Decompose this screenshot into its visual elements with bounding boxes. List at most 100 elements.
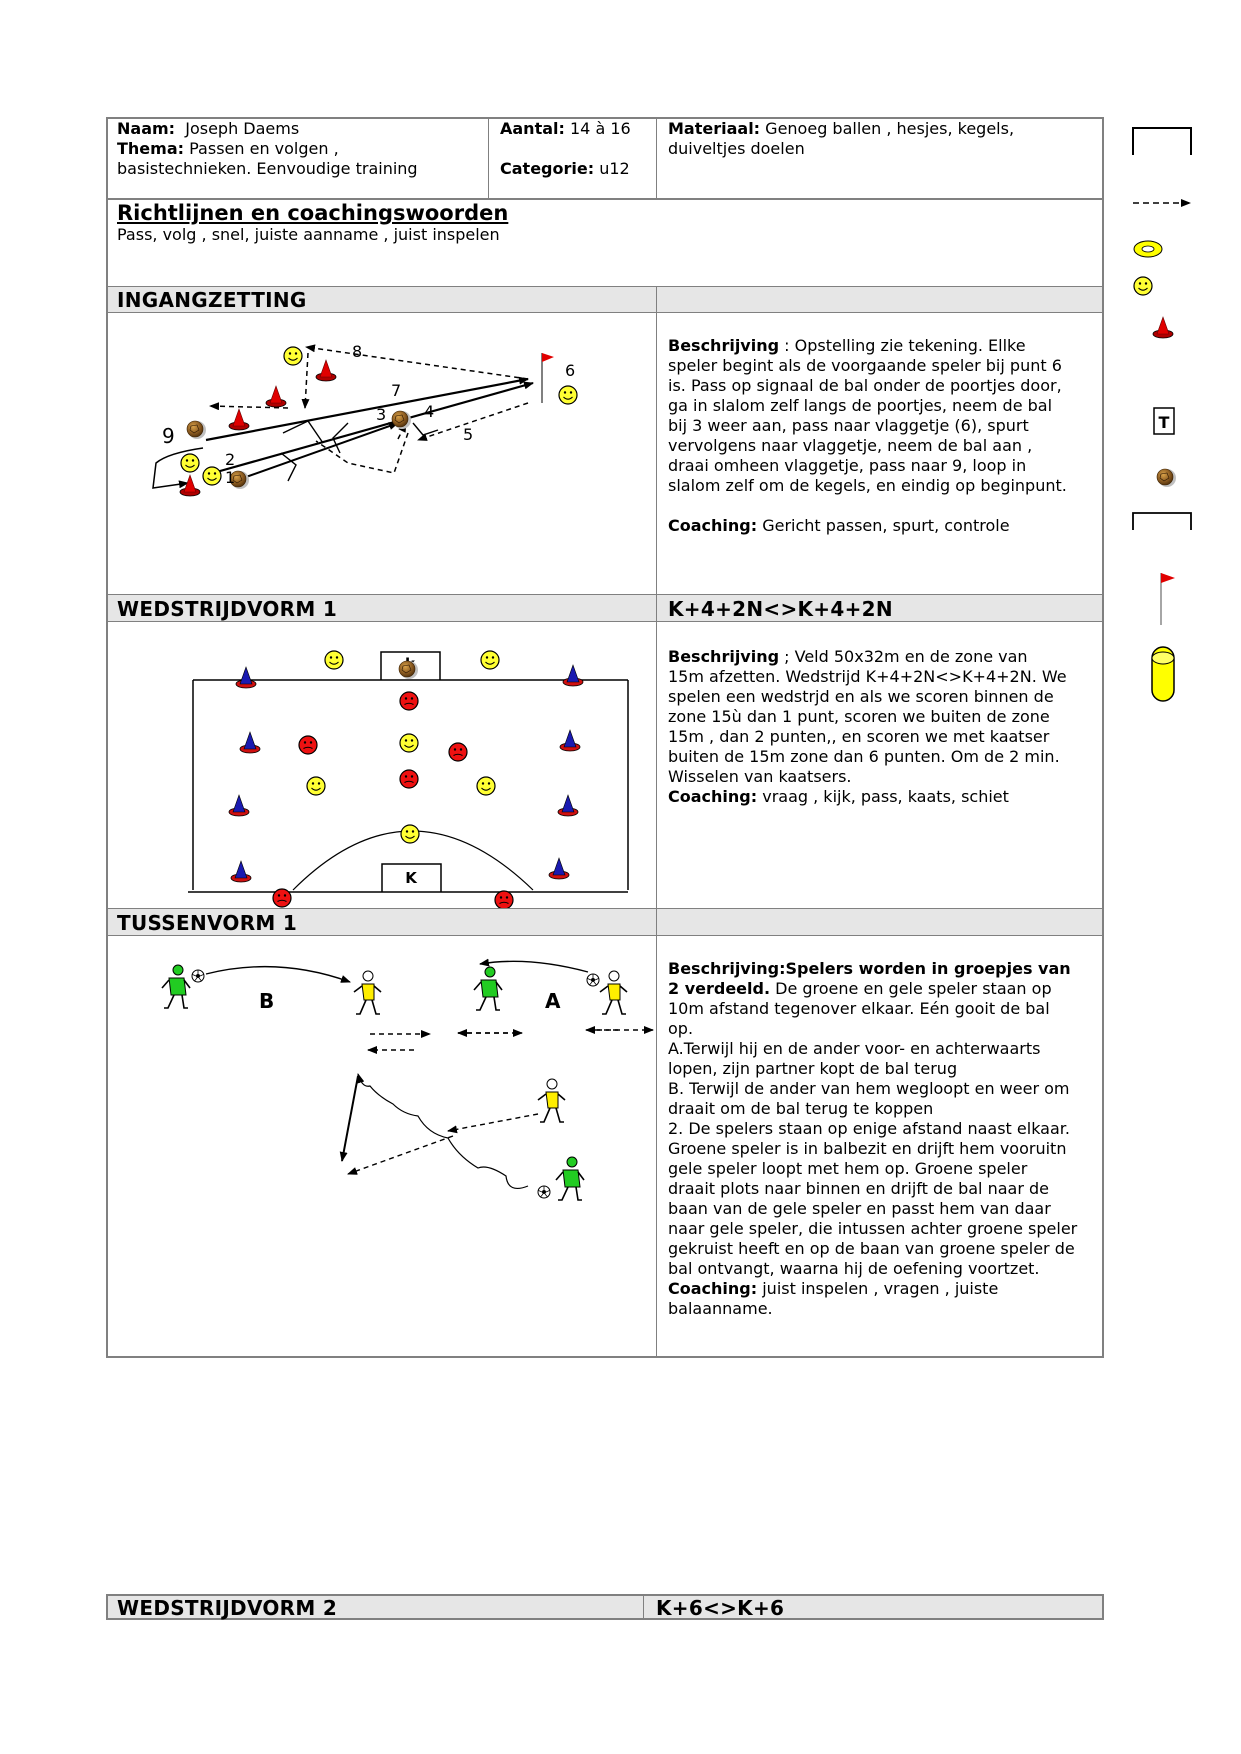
tussen-desc-line: draait plots naar binnen en drijft de ba… <box>668 1179 1049 1198</box>
wedstrijd1-coach-text: vraag , kijk, pass, kaats, schiet <box>757 787 1009 806</box>
diagram-number: 2 <box>225 450 235 469</box>
ring-marker-icon <box>1133 240 1163 258</box>
goal-icon <box>1132 127 1192 155</box>
player-smiley <box>558 385 578 405</box>
tussen-desc-bold: Beschrijving:Spelers worden in groepjes … <box>668 959 1071 978</box>
pass-line <box>347 1135 454 1175</box>
dribble-path <box>356 1073 529 1189</box>
player-smiley-red <box>399 769 419 789</box>
label-b: B <box>259 989 274 1013</box>
player-green <box>473 966 503 1011</box>
tussen-title: TUSSENVORM 1 <box>117 911 298 935</box>
goal-top <box>380 651 441 680</box>
diagram-number: 4 <box>424 402 434 421</box>
materiaal-label: Materiaal: <box>668 119 761 138</box>
cone-icon <box>1152 316 1174 339</box>
ingang-desc-line: bij 3 weer aan, pass naar vlaggetje (6),… <box>668 416 1029 435</box>
soccer-ball <box>191 969 205 983</box>
guidelines-text: Pass, volg , snel, juiste aanname , juis… <box>117 225 500 244</box>
cone <box>315 359 337 382</box>
ball <box>391 410 412 430</box>
ball-path <box>479 958 589 973</box>
header-aantal: Aantal: 14 à 16 Categorie: u12 <box>500 119 655 179</box>
goal-bottom-label: K <box>405 869 418 887</box>
tussen-desc-line: gele speler loopt met hem op. Groene spe… <box>668 1159 1028 1178</box>
categorie-label: Categorie: <box>500 159 595 178</box>
diagram-number: 9 <box>162 424 175 448</box>
slalom-line <box>152 447 204 489</box>
run-line <box>305 344 529 380</box>
player-smiley <box>400 824 420 844</box>
player-smiley <box>324 650 344 670</box>
aantal-label: Aantal: <box>500 119 565 138</box>
player-smiley-red <box>494 890 514 908</box>
player-yellow <box>353 970 382 1015</box>
ingang-desc-label: Beschrijving <box>668 336 780 355</box>
thema-value-2: basistechnieken. Eenvoudige training <box>117 159 418 178</box>
gate-lines <box>280 452 297 482</box>
pass-line <box>245 422 399 478</box>
run-line <box>315 432 409 474</box>
player-smiley <box>283 346 303 366</box>
player-yellow <box>599 970 628 1015</box>
header-materiaal: Materiaal: Genoeg ballen , hesjes, kegel… <box>668 119 1098 159</box>
tussen-desc-line: 10m afstand tegenover elkaar. Eén gooit … <box>668 999 1050 1018</box>
gate-lines <box>282 420 439 454</box>
ingang-desc-line: draai omheen vlaggetje, pass naar 9, loo… <box>668 456 1027 475</box>
smiley-icon <box>1133 276 1153 296</box>
ingang-bar-right <box>657 287 1102 312</box>
wedstrijd1-title: WEDSTRIJDVORM 1 <box>117 597 338 621</box>
ingang-coach-label: Coaching: <box>668 516 758 535</box>
pass-line <box>212 381 534 475</box>
diagram-number: 6 <box>565 361 575 380</box>
ingang-coach-text: Gericht passen, spurt, controle <box>757 516 1010 535</box>
ingang-desc-line: slalom zelf om de kegels, en eindig op b… <box>668 476 1067 495</box>
soccer-ball <box>586 973 600 987</box>
player-smiley-red <box>298 735 318 755</box>
diagram-number: 7 <box>391 381 401 400</box>
small-goal-icon <box>1132 512 1192 530</box>
diagram-number: 3 <box>376 405 386 424</box>
cone <box>230 860 252 883</box>
thema-label: Thema: <box>117 139 185 158</box>
player-smiley <box>202 466 222 486</box>
tussen-desc-line: B. Terwijl de ander van hem wegloopt en … <box>668 1079 1070 1098</box>
ingang-desc-line: ga in slalom zelf langs de poortjes, nee… <box>668 396 1053 415</box>
legend: T <box>1132 127 1192 702</box>
materiaal-value: Genoeg ballen , hesjes, kegels, <box>765 119 1015 138</box>
tussen-coach-text: juist inspelen , vragen , juiste <box>757 1279 999 1298</box>
tussen-bar-right <box>657 909 1102 935</box>
run-line <box>301 352 310 409</box>
tussen-desc-line: A.Terwijl hij en de ander voor- en achte… <box>668 1039 1041 1058</box>
wedstrijd1-diagram: k K <box>188 650 629 908</box>
tussen-desc-line: draait om de bal terug te koppen <box>668 1099 934 1118</box>
player-green <box>555 1156 585 1201</box>
tussen-desc-line: lopen, zijn partner kopt de bal terug <box>668 1059 958 1078</box>
ingang-desc-line: speler begint als de voorgaande speler b… <box>668 356 1062 375</box>
aantal-value: 14 à 16 <box>570 119 631 138</box>
thema-value: Passen en volgen , <box>189 139 339 158</box>
ingang-title: INGANGZETTING <box>117 288 307 312</box>
wedstrijd1-desc-line: zone 15ù dan 1 punt, scoren we buiten de… <box>668 707 1050 726</box>
wedstrijd1-desc-label: Beschrijving <box>668 647 780 666</box>
run-line <box>339 1075 359 1162</box>
flag-icon <box>1160 573 1175 625</box>
wedstrijd2-bar <box>106 1594 1104 1620</box>
pass-line <box>205 376 529 442</box>
tussen-desc-rest: De groene en gele speler staan op <box>770 979 1052 998</box>
player-smiley <box>399 733 419 753</box>
naam-value: Joseph Daems <box>185 119 300 138</box>
wedstrijd1-coach-label: Coaching: <box>668 787 758 806</box>
cone <box>559 729 581 752</box>
guidelines: Richtlijnen en coachingswoorden Pass, vo… <box>117 201 1017 245</box>
tussen-desc-line: gekruist heeft en op de baan van groene … <box>668 1239 1075 1258</box>
tussen-desc-bold-2: 2 verdeeld. <box>668 979 771 998</box>
wedstrijd1-bar <box>108 595 656 621</box>
ball <box>398 660 419 680</box>
naam-label: Naam: <box>117 119 176 138</box>
soccer-ball <box>537 1185 551 1199</box>
tussen-desc-line: Groene speler is in balbezit en drijft h… <box>668 1139 1067 1158</box>
categorie-value: u12 <box>599 159 630 178</box>
ingang-description: Beschrijving : Opstelling zie tekening. … <box>668 336 1098 536</box>
diagram-number: 1 <box>225 468 235 487</box>
